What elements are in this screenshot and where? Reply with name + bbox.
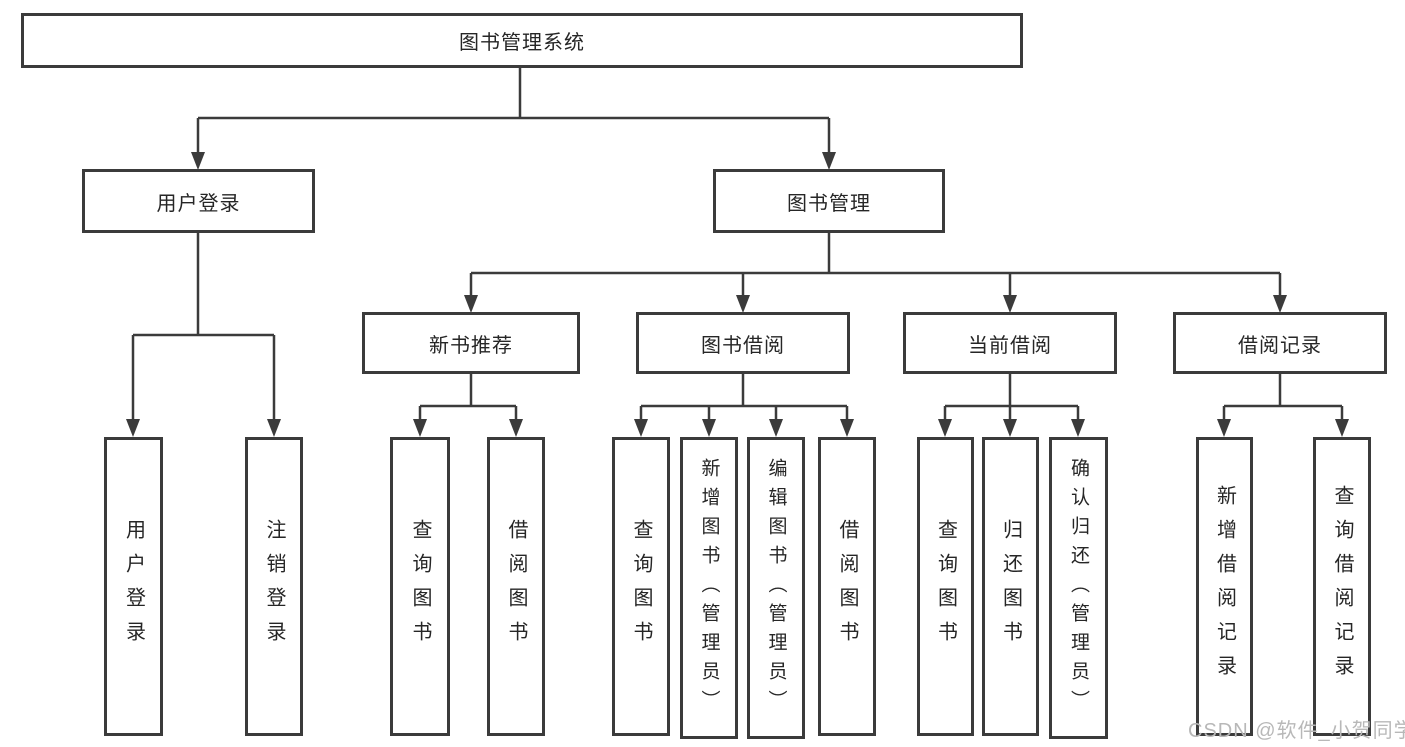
node-label: 新书推荐 (429, 334, 513, 357)
node-label: 查询图书 (409, 518, 431, 655)
node-label: 查询图书 (630, 518, 652, 655)
leaf-query-books-recommend: 查询图书 (390, 437, 450, 736)
node-label: 新增借阅记录 (1213, 484, 1236, 689)
leaf-add-books-admin: 新增图书（管理员） (680, 437, 738, 739)
node-label: 用户登录 (156, 192, 241, 215)
node-label: 当前借阅 (968, 334, 1052, 357)
node-label: 用户登录 (122, 518, 145, 655)
node-label: 归还图书 (999, 518, 1022, 655)
csdn-watermark: CSDN @软件_小贺同学 (1188, 720, 1405, 742)
leaf-query-borrow-record: 查询借阅记录 (1313, 437, 1371, 736)
node-book-management: 图书管理 (713, 169, 945, 233)
leaf-confirm-return-admin: 确认归还（管理员） (1049, 437, 1108, 739)
leaf-borrow-books-recommend: 借阅图书 (487, 437, 545, 736)
node-label: 确认归还（管理员） (1068, 457, 1089, 719)
leaf-logout: 注销登录 (245, 437, 303, 736)
node-borrowing-records: 借阅记录 (1173, 312, 1387, 374)
leaf-return-books: 归还图书 (982, 437, 1039, 736)
leaf-borrow-books: 借阅图书 (818, 437, 876, 736)
node-label: 图书借阅 (701, 334, 785, 357)
node-user-login: 用户登录 (82, 169, 315, 233)
node-label: 借阅图书 (836, 518, 858, 655)
node-label: 借阅图书 (505, 518, 527, 655)
leaf-user-login: 用户登录 (104, 437, 163, 736)
node-label: 图书管理系统 (459, 32, 585, 54)
leaf-query-books-current: 查询图书 (917, 437, 974, 736)
node-label: 借阅记录 (1238, 334, 1322, 357)
node-label: 编辑图书（管理员） (765, 457, 787, 719)
leaf-query-books-borrow: 查询图书 (612, 437, 670, 736)
node-label: 新增图书（管理员） (698, 457, 720, 719)
node-label: 注销登录 (263, 518, 285, 655)
node-book-borrowing: 图书借阅 (636, 312, 850, 374)
leaf-edit-books-admin: 编辑图书（管理员） (747, 437, 805, 739)
node-label: 图书管理 (787, 192, 871, 215)
leaf-add-borrow-record: 新增借阅记录 (1196, 437, 1253, 736)
node-label: 查询借阅记录 (1331, 484, 1353, 689)
node-new-book-recommend: 新书推荐 (362, 312, 580, 374)
node-current-borrowing: 当前借阅 (903, 312, 1117, 374)
node-root-system: 图书管理系统 (21, 13, 1023, 68)
node-label: 查询图书 (934, 518, 957, 655)
